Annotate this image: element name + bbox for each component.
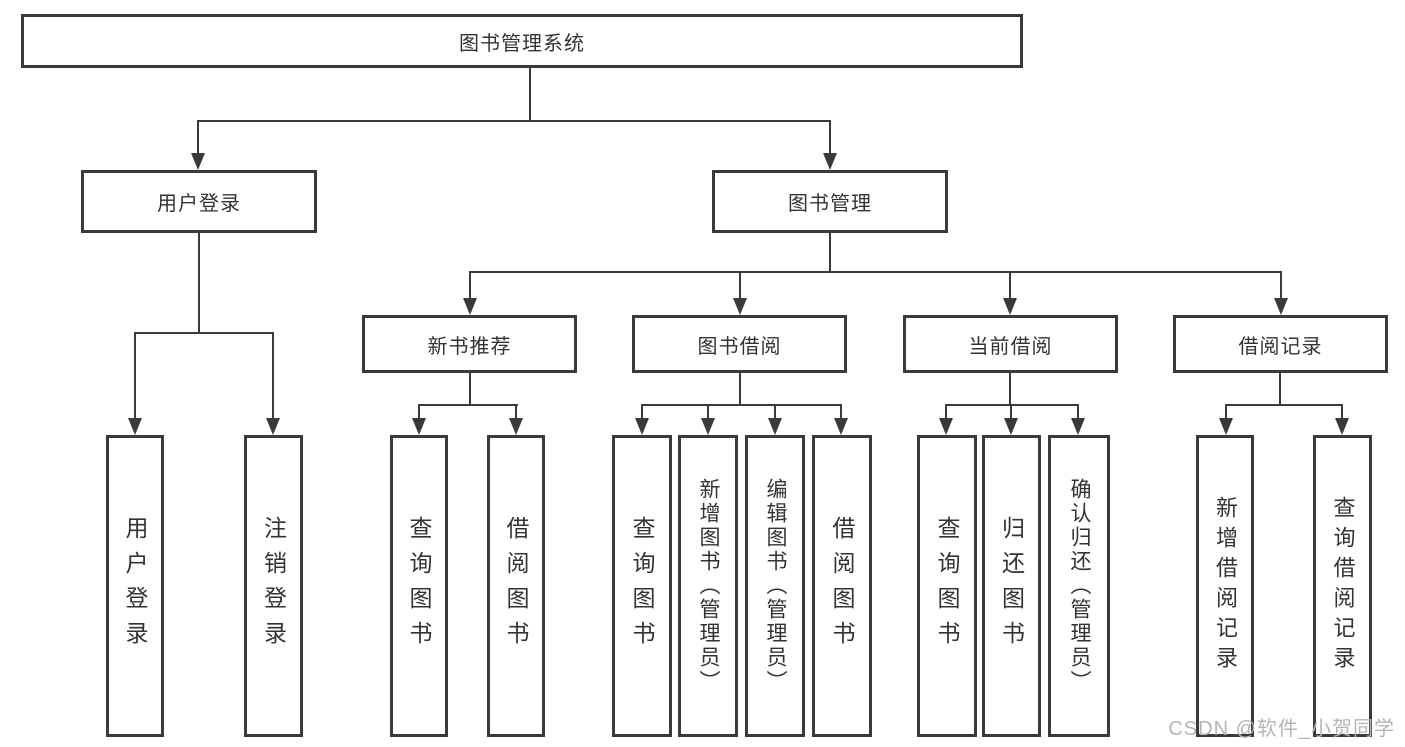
- node-user-login: 用户登录: [81, 170, 317, 233]
- arrowhead-down-icon: [701, 418, 715, 435]
- connector-records-stem: [1279, 373, 1281, 406]
- leaf-confirm-return-admin: 确认归还（管理员）: [1048, 435, 1110, 737]
- connector-leaf-drop: [515, 404, 517, 419]
- arrowhead-down-icon: [463, 298, 477, 315]
- arrowhead-down-icon: [834, 418, 848, 435]
- connector-userlogin-hbar: [134, 332, 274, 334]
- leaf-query-books-current: 查询图书: [917, 435, 977, 737]
- node-label: 用户登录: [157, 193, 241, 215]
- csdn-watermark: CSDN @软件_小贺同学: [1168, 718, 1395, 740]
- connector-root-stem: [529, 68, 531, 121]
- connector-root-hbar: [197, 120, 831, 122]
- node-book-borrowing: 图书借阅: [632, 315, 847, 373]
- leaf-edit-books-admin: 编辑图书（管理员）: [745, 435, 805, 737]
- node-label: 查询图书: [629, 516, 655, 656]
- connector-newbook-hbar: [418, 404, 518, 406]
- connector-borrowing-stem: [739, 373, 741, 406]
- node-label: 归还图书: [998, 516, 1025, 656]
- arrowhead-down-icon: [1003, 298, 1017, 315]
- arrowhead-down-icon: [1219, 418, 1233, 435]
- connector-userlogin-stem: [198, 233, 200, 333]
- leaf-query-borrow-record: 查询借阅记录: [1313, 435, 1372, 737]
- node-label: 查询图书: [934, 516, 960, 656]
- node-label: 借阅图书: [503, 516, 529, 656]
- arrowhead-down-icon: [823, 153, 837, 170]
- connector-newbook-stem: [469, 373, 471, 406]
- arrowhead-down-icon: [1335, 418, 1349, 435]
- node-label: 确认归还（管理员）: [1068, 478, 1091, 694]
- connector-leaf-drop: [1010, 404, 1012, 419]
- node-label: 新增图书（管理员）: [697, 478, 720, 694]
- leaf-query-books-recommend: 查询图书: [390, 435, 448, 737]
- connector-leaf-drop: [641, 404, 643, 419]
- connector-records-hbar: [1225, 404, 1343, 406]
- connector-leaf-drop: [1225, 404, 1227, 419]
- arrowhead-down-icon: [768, 418, 782, 435]
- leaf-return-books: 归还图书: [982, 435, 1041, 737]
- node-label: 新书推荐: [427, 335, 512, 358]
- leaf-query-books-borrowing: 查询图书: [612, 435, 672, 737]
- connector-drop-current: [1009, 271, 1011, 299]
- node-label: 用户登录: [122, 516, 148, 656]
- node-label: 借阅记录: [1238, 335, 1323, 358]
- connector-borrowing-hbar: [641, 404, 842, 406]
- leaf-borrow-books-recommend: 借阅图书: [487, 435, 545, 737]
- node-label: 编辑图书（管理员）: [764, 478, 787, 694]
- connector-leaf-drop: [418, 404, 420, 419]
- node-label: 查询图书: [406, 516, 432, 656]
- leaf-user-login: 用户登录: [106, 435, 164, 737]
- node-book-management: 图书管理: [712, 170, 948, 233]
- arrowhead-down-icon: [1071, 418, 1085, 435]
- arrowhead-down-icon: [412, 418, 426, 435]
- arrowhead-down-icon: [1274, 298, 1288, 315]
- connector-drop-user-login: [197, 120, 199, 154]
- connector-bookmgmt-hbar: [469, 271, 1282, 273]
- node-label: 图书借阅: [697, 335, 782, 358]
- connector-current-hbar: [945, 404, 1079, 406]
- connector-drop-borrowing: [739, 271, 741, 299]
- connector-bookmgmt-stem: [829, 233, 831, 272]
- node-label: 借阅图书: [829, 516, 855, 656]
- connector-leaf-drop: [1341, 404, 1343, 419]
- node-borrowing-records: 借阅记录: [1173, 315, 1388, 373]
- leaf-logout: 注销登录: [244, 435, 303, 737]
- arrowhead-down-icon: [128, 418, 142, 435]
- connector-drop-book-mgmt: [829, 120, 831, 154]
- connector-leaf-drop: [840, 404, 842, 419]
- connector-drop-logout: [272, 332, 274, 418]
- connector-leaf-drop: [1077, 404, 1079, 419]
- connector-drop-login: [134, 332, 136, 418]
- connector-leaf-drop: [707, 404, 709, 419]
- arrowhead-down-icon: [266, 418, 280, 435]
- connector-drop-records: [1280, 271, 1282, 299]
- node-label: 图书管理系统: [459, 32, 585, 55]
- connector-current-stem: [1009, 373, 1011, 406]
- leaf-borrow-books: 借阅图书: [812, 435, 872, 737]
- node-label: 新增借阅记录: [1213, 496, 1238, 676]
- node-library-management-system: 图书管理系统: [21, 14, 1023, 68]
- node-label: 注销登录: [260, 516, 287, 656]
- arrowhead-down-icon: [939, 418, 953, 435]
- connector-drop-newbook: [469, 271, 471, 299]
- connector-leaf-drop: [774, 404, 776, 419]
- leaf-add-books-admin: 新增图书（管理员）: [678, 435, 738, 737]
- arrowhead-down-icon: [1004, 418, 1018, 435]
- node-current-borrowing: 当前借阅: [903, 315, 1118, 373]
- node-label: 图书管理: [788, 193, 872, 215]
- leaf-add-borrow-record: 新增借阅记录: [1196, 435, 1254, 737]
- arrowhead-down-icon: [733, 298, 747, 315]
- connector-leaf-drop: [945, 404, 947, 419]
- node-label: 查询借阅记录: [1330, 496, 1356, 676]
- arrowhead-down-icon: [635, 418, 649, 435]
- node-new-book-recommend: 新书推荐: [362, 315, 577, 373]
- node-label: 当前借阅: [968, 335, 1053, 358]
- arrowhead-down-icon: [191, 153, 205, 170]
- arrowhead-down-icon: [509, 418, 523, 435]
